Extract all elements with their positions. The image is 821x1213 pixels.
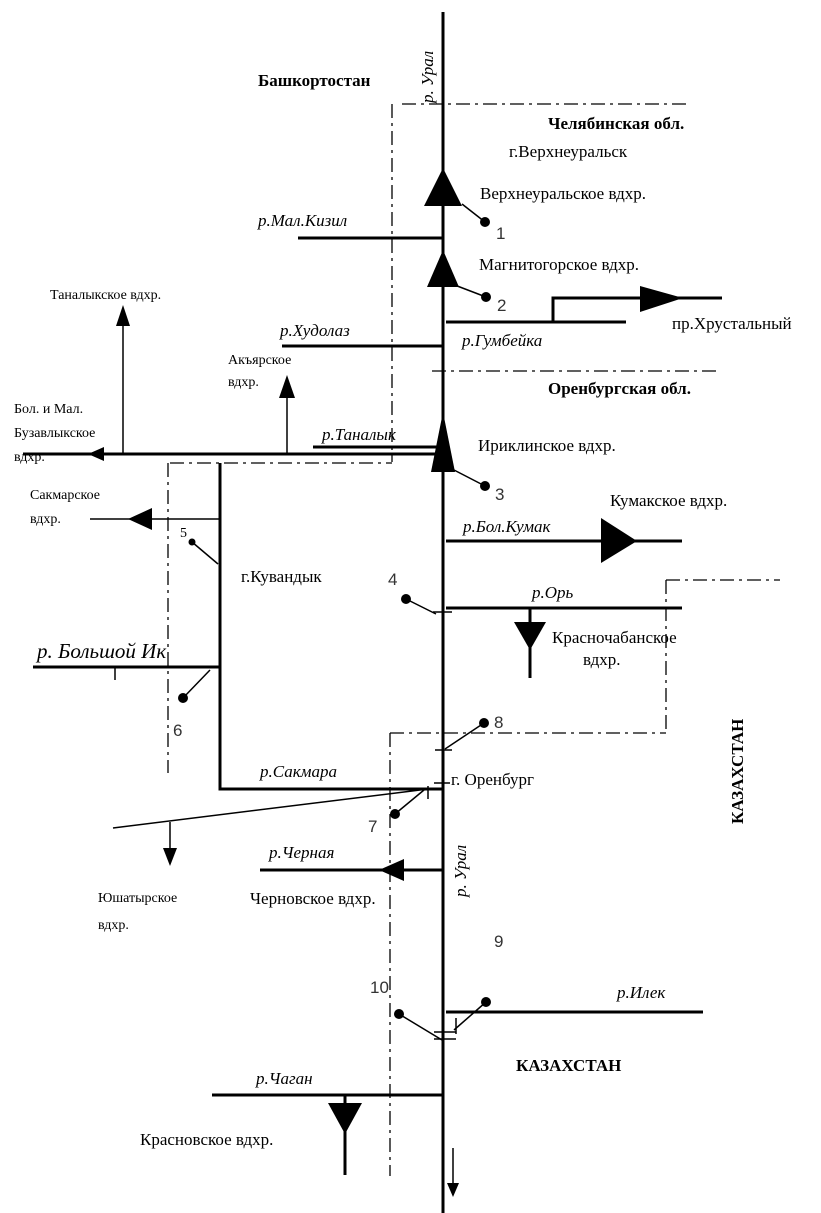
station-6-label: 6 <box>173 721 182 740</box>
ural-top-label: р. Урал <box>418 51 437 104</box>
reservoir-buzavlyk-2: Бузавлыкское <box>14 426 95 441</box>
krasnochabanskoe-arrow-icon <box>514 622 546 650</box>
reservoir-yushatyrskoe-2: вдхр. <box>98 918 129 933</box>
station-7-marker <box>390 809 400 819</box>
station-1-label: 1 <box>496 224 505 243</box>
river-label-or: р.Орь <box>531 583 574 602</box>
city-orenburg: г. Оренбург <box>451 770 534 789</box>
ural-outflow-arrow-icon <box>447 1183 459 1197</box>
reservoir-kumakskoe: Кумакское вдхр. <box>610 491 727 510</box>
region-orenburg: Оренбургская обл. <box>548 379 691 398</box>
admin-borders <box>167 103 780 1176</box>
region-kazakhstan-bottom: КАЗАХСТАН <box>516 1056 621 1075</box>
river-label-chernaya: р.Черная <box>268 843 334 862</box>
city-verkhneuralsk: г.Верхнеуральск <box>509 142 628 161</box>
region-bashkortostan: Башкортостан <box>258 71 371 90</box>
reservoir-khrustalny: пр.Хрустальный <box>672 314 792 333</box>
ural-bottom-label: р. Урал <box>451 845 470 898</box>
reservoir-krasnochabanskoe-2: вдхр. <box>583 650 621 669</box>
station-3-label: 3 <box>495 485 504 504</box>
station-2-label: 2 <box>497 296 506 315</box>
reservoir-magnitogorskoe: Магнитогорское вдхр. <box>479 255 639 274</box>
station-9-marker <box>481 997 491 1007</box>
chernovskoe-arrow-icon <box>379 859 404 881</box>
yushatyr-canal <box>112 788 429 829</box>
station-7-label: 7 <box>368 817 377 836</box>
city-kuvandyk: г.Кувандык <box>241 567 322 586</box>
gauging-stations <box>178 203 491 1041</box>
river-label-sakmara: р.Сакмара <box>259 762 337 781</box>
sakmarskoe-arrow-icon <box>128 508 152 530</box>
tanalykskoe-arrow-icon <box>116 305 130 326</box>
magnitogorskoe-reservoir-icon <box>427 250 459 287</box>
verkhneuralskoe-reservoir-icon <box>424 168 462 206</box>
station-8-marker <box>479 718 489 728</box>
station-8-label: 8 <box>494 713 503 732</box>
krasnovskoe-arrow-icon <box>328 1103 362 1134</box>
reservoir-akyarskoe-1: Акъярское <box>228 353 291 368</box>
reservoir-verkhneuralskoe: Верхнеуральское вдхр. <box>480 184 646 203</box>
buzavlyk-arrow-icon <box>88 447 104 461</box>
reservoir-buzavlyk-1: Бол. и Мал. <box>14 402 83 417</box>
station-4-label: 4 <box>388 570 397 589</box>
yushatyrskoe-arrow-icon <box>163 848 177 866</box>
station-10-marker <box>394 1009 404 1019</box>
reservoir-yushatyrskoe-1: Юшатырское <box>98 891 177 906</box>
station-3-marker <box>480 481 490 491</box>
river-label-ilek: р.Илек <box>616 983 666 1002</box>
station-6-marker <box>178 693 188 703</box>
station-1-marker <box>480 217 490 227</box>
sakmara-river <box>218 463 443 791</box>
station-10-label: 10 <box>370 978 389 997</box>
river-label-hudolaz: р.Худолаз <box>279 321 350 340</box>
station-4-marker <box>401 594 411 604</box>
river-label-bolshoy-ik: р. Большой Ик <box>35 639 166 663</box>
reservoir-krasnochabanskoe-1: Красночабанское <box>552 628 677 647</box>
reservoir-sakmarskoe-2: вдхр. <box>30 512 61 527</box>
khrustalny-arrow-icon <box>640 286 683 312</box>
station-9-label: 9 <box>494 932 503 951</box>
reservoir-buzavlyk-3: вдхр. <box>14 450 45 465</box>
station-2-marker <box>481 292 491 302</box>
river-label-tanalyk: р.Таналык <box>321 425 397 444</box>
iriklinskoe-reservoir-icon <box>431 412 455 472</box>
reservoir-iriklinskoe: Ириклинское вдхр. <box>478 436 616 455</box>
station-5-marker <box>188 538 196 546</box>
river-label-mal-kizil: р.Мал.Кизил <box>257 211 347 230</box>
reservoir-sakmarskoe-1: Сакмарское <box>30 488 100 503</box>
reservoir-chernovskoe: Черновское вдхр. <box>250 889 376 908</box>
region-chelyabinsk: Челябинская обл. <box>548 114 684 133</box>
kumakskoe-arrow-icon <box>601 518 637 563</box>
reservoir-akyarskoe-2: вдхр. <box>228 375 259 390</box>
river-label-chagan: р.Чаган <box>255 1069 313 1088</box>
reservoir-tanalykskoe: Таналыкское вдхр. <box>50 288 161 303</box>
river-label-bol-kumak: р.Бол.Кумак <box>462 517 552 536</box>
station-5-label: 5 <box>180 526 187 541</box>
region-kazakhstan-right: КАЗАХСТАН <box>728 719 747 824</box>
reservoir-krasnovskoe: Красновское вдхр. <box>140 1130 273 1149</box>
river-label-gumbeyka: р.Гумбейка <box>461 331 542 350</box>
akyarskoe-arrow-icon <box>279 375 295 398</box>
